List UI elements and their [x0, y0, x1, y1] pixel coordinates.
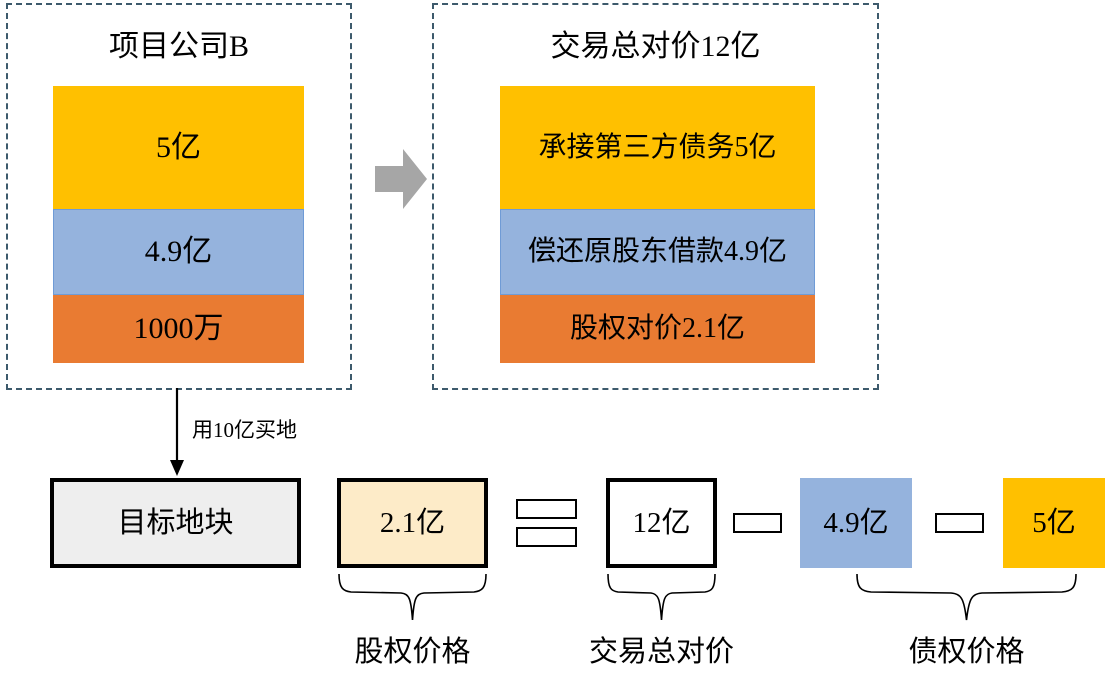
right-segment-1: 偿还原股东借款4.9亿: [500, 209, 815, 295]
right-group-dashed-box: [432, 3, 879, 390]
equity-price-box: 2.1亿: [337, 478, 488, 568]
purchase-arrow-icon: [166, 388, 188, 478]
debt-price-brace-icon: [855, 573, 1078, 622]
right-segment-0: 承接第三方债务5亿: [500, 86, 815, 209]
left-segment-2: 1000万: [53, 295, 304, 363]
total-consideration-box: 12亿: [606, 478, 717, 568]
total-consideration-label: 交易总对价: [588, 636, 734, 668]
equity-price-label: 股权价格: [354, 636, 471, 668]
minus-sign-icon-1: [733, 513, 782, 533]
left-panel-title: 项目公司B: [108, 30, 249, 63]
purchase-arrow-label: 用10亿买地: [192, 418, 297, 442]
shareholder-loan-box: 4.9亿: [800, 478, 912, 568]
target-land-box: 目标地块: [50, 478, 301, 568]
left-segment-1: 4.9亿: [53, 209, 304, 295]
total-consideration-brace-icon: [606, 573, 717, 622]
transition-right-arrow-icon: [375, 147, 427, 211]
minus-sign-icon-2: [935, 513, 984, 533]
third-party-debt-box: 5亿: [1003, 478, 1105, 568]
right-panel-title: 交易总对价12亿: [550, 30, 761, 63]
left-segment-0: 5亿: [53, 86, 304, 209]
right-segment-2: 股权对价2.1亿: [500, 295, 815, 363]
left-group-dashed-box: [6, 3, 352, 390]
equity-price-brace-icon: [337, 573, 488, 622]
equals-sign-icon: [516, 499, 577, 547]
debt-price-label: 债权价格: [908, 636, 1025, 668]
